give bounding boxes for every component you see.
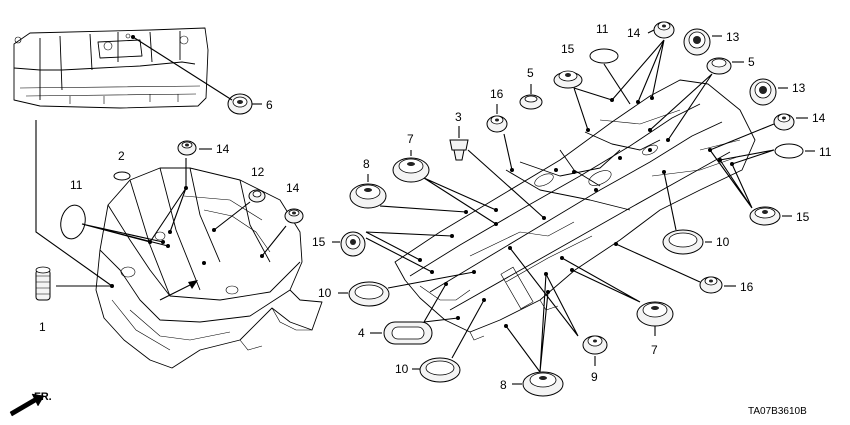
grommet-8-bottom	[522, 371, 564, 397]
grommet-15-left	[340, 231, 366, 257]
callout-14: 14	[286, 181, 300, 195]
callout-7: 7	[407, 132, 414, 146]
leader-dash-to-front	[35, 120, 113, 287]
grommet-9	[582, 335, 608, 355]
callout-12: 12	[251, 165, 265, 179]
callout-8: 8	[363, 157, 370, 171]
callout-5: 5	[527, 66, 534, 80]
grommet-12	[248, 189, 266, 203]
grommet-7-bottom	[636, 301, 674, 327]
callout-labels: 6 14 2 12 14 11 1 11 14 13 15 5 5 16 3 1…	[39, 22, 832, 392]
reference-code: TA07B3610B	[748, 406, 807, 417]
grommet-6	[227, 93, 253, 115]
grommet-15-right	[749, 206, 781, 226]
callout-13: 13	[792, 81, 806, 95]
grommet-16-top	[486, 115, 508, 133]
leader-14b	[261, 225, 287, 257]
front-direction-arrow	[9, 393, 45, 417]
callout-2: 2	[118, 149, 125, 163]
callout-7: 7	[651, 343, 658, 357]
callout-1: 1	[39, 320, 46, 334]
grommet-5-right	[706, 57, 732, 75]
callout-8: 8	[500, 378, 507, 392]
leader-6	[132, 36, 233, 101]
callout-15: 15	[312, 235, 326, 249]
callout-10: 10	[716, 235, 730, 249]
clip-3	[449, 139, 469, 161]
seal-11-top	[589, 48, 619, 64]
grommet-10-left	[348, 281, 390, 307]
grommet-13-right	[749, 78, 777, 106]
dash-panel	[13, 27, 209, 109]
grommet-14-front	[177, 140, 197, 156]
arrow-front-floor-head	[188, 280, 198, 289]
callout-16: 16	[740, 280, 754, 294]
callout-6: 6	[266, 98, 273, 112]
callout-14: 14	[216, 142, 230, 156]
callout-14: 14	[627, 26, 641, 40]
grommet-10-right	[662, 229, 704, 255]
grommet-16-right	[699, 276, 723, 294]
callout-11: 11	[819, 145, 832, 159]
seal-11-right	[774, 143, 804, 159]
callout-3: 3	[455, 110, 462, 124]
main-floor-panel	[394, 79, 756, 341]
grommet-13-top	[683, 28, 711, 56]
grommet-14-right	[773, 113, 795, 131]
callout-13: 13	[726, 30, 740, 44]
callout-10: 10	[395, 362, 409, 376]
callout-11: 11	[70, 178, 83, 192]
seal-11-front	[60, 204, 86, 240]
leader-11a	[81, 223, 169, 247]
grommet-8-top	[349, 183, 387, 209]
callout-15: 15	[561, 42, 575, 56]
grommet-14-top	[653, 21, 675, 39]
front-body-section	[95, 167, 323, 369]
fastener-1	[35, 266, 51, 301]
callout-14: 14	[812, 111, 826, 125]
callout-16: 16	[490, 87, 504, 101]
grommet-14-front-right	[284, 208, 304, 224]
callout-11: 11	[596, 22, 609, 36]
grommet-7-top	[392, 157, 430, 183]
callout-10: 10	[318, 286, 332, 300]
callout-5: 5	[748, 55, 755, 69]
leader-12	[213, 201, 251, 231]
front-direction-label: FR.	[34, 391, 52, 403]
grommet-10-bottom	[419, 357, 461, 383]
callout-9: 9	[591, 370, 598, 384]
plug-4	[383, 321, 433, 345]
callout-15: 15	[796, 210, 810, 224]
callout-4: 4	[358, 326, 365, 340]
grommet-15-top	[553, 70, 583, 89]
grommet-5-top	[519, 94, 543, 110]
plug-2	[113, 171, 131, 181]
